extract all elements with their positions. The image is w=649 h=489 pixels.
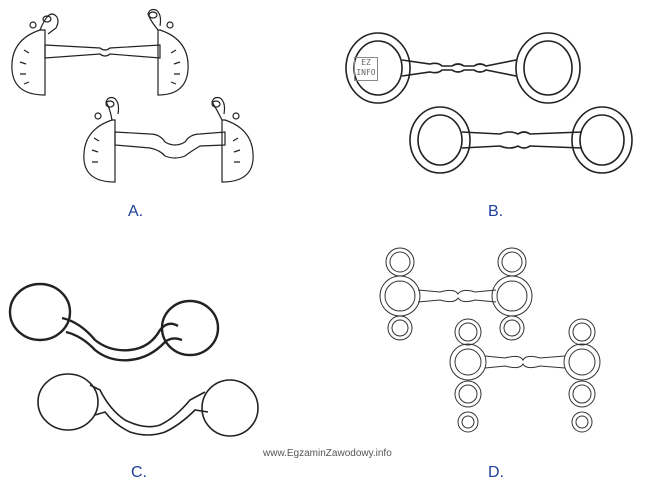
option-c-label: C. — [131, 464, 147, 481]
eggbutt-snaffle-bit-icon — [345, 32, 633, 174]
option-b-panel[interactable]: B. — [320, 0, 649, 230]
watermark-text: www.EgzaminZawodowy.info — [263, 448, 392, 459]
option-a-label: A. — [128, 203, 144, 220]
kimblewick-bit-icon — [11, 8, 254, 183]
option-c-panel[interactable]: C. — [0, 240, 320, 489]
dutch-gag-bit-icon — [379, 247, 601, 433]
option-d-label: D. — [488, 464, 504, 481]
option-d-panel[interactable]: D. — [320, 240, 649, 489]
option-b-label: B. — [488, 203, 504, 220]
loose-ring-ported-bit-icon — [8, 282, 259, 437]
option-a-panel[interactable]: A. — [0, 0, 320, 230]
